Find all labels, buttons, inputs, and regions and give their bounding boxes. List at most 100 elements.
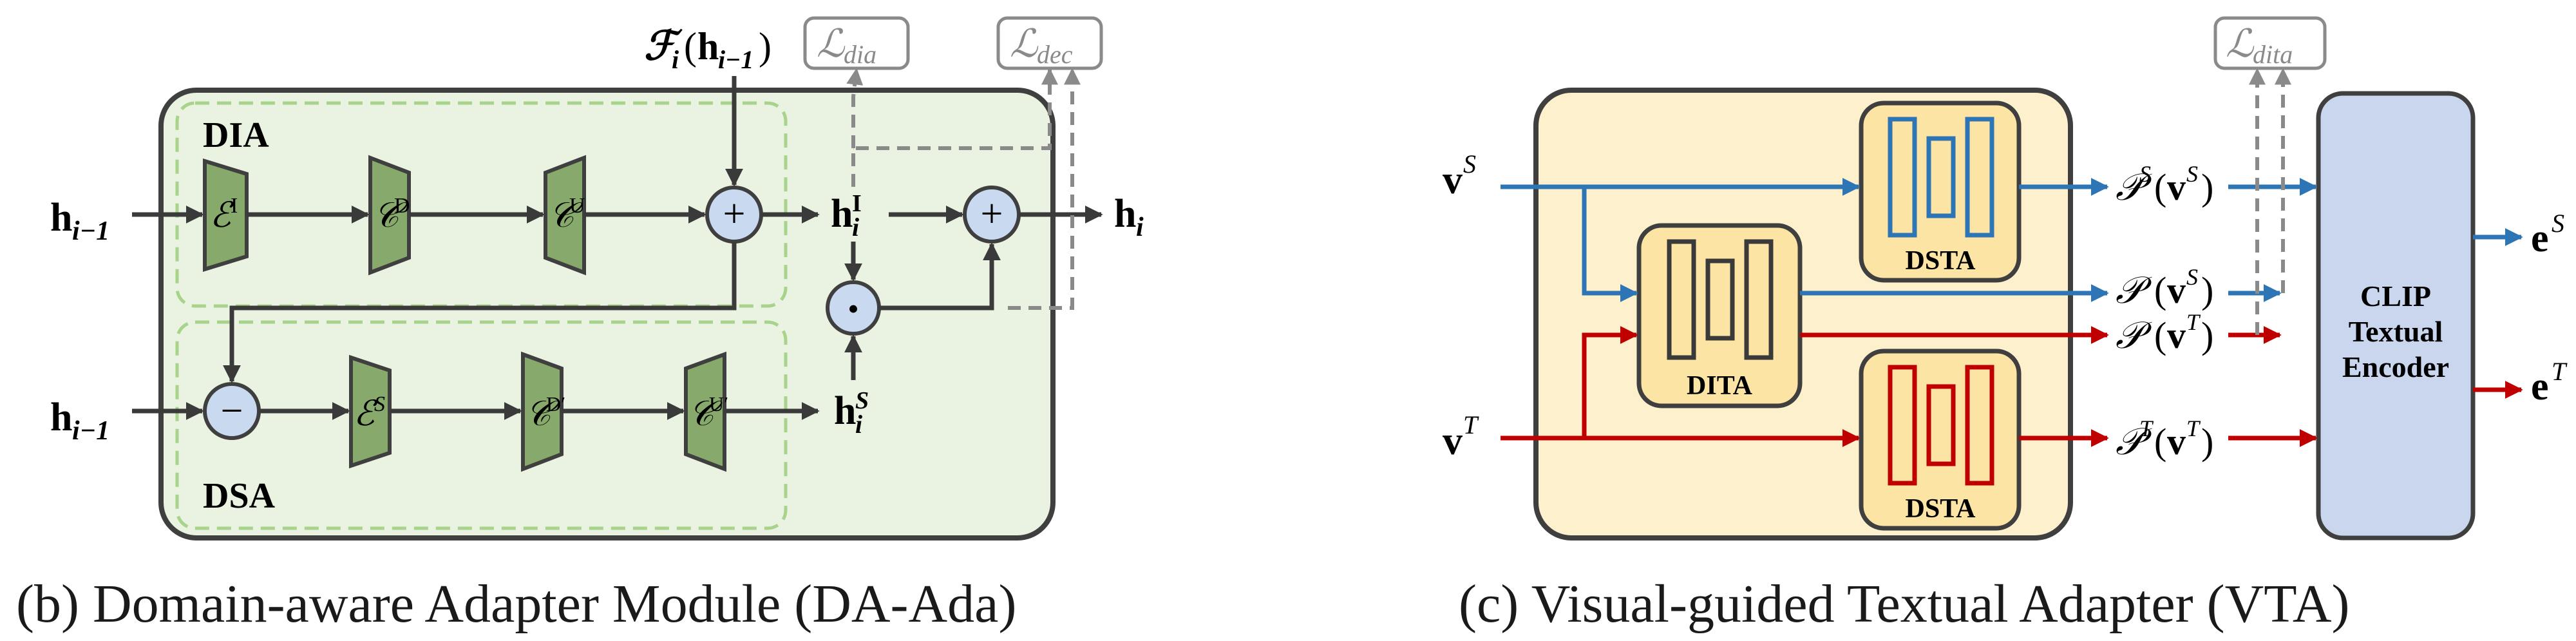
loss-dia-box: ℒ dia: [803, 16, 910, 70]
source-arrows: [1501, 178, 2523, 302]
svg-text:dita: dita: [2253, 40, 2293, 69]
target-arrows: [1501, 326, 2523, 447]
dsta-top: DSTA: [1859, 100, 2022, 283]
svg-text:v: v: [2167, 269, 2186, 311]
svg-text:I: I: [852, 190, 862, 217]
encoder-dsa: ℰ S: [349, 354, 392, 469]
svg-text:T: T: [2186, 309, 2201, 335]
svg-text:T: T: [2186, 416, 2201, 441]
compressor-u-prime: 𝒞 U′: [684, 351, 728, 472]
output-e-T: e T: [2531, 357, 2568, 408]
compressor-d: 𝒞 D: [368, 155, 411, 276]
prompt-P-S: 𝒫 S ( v S ): [2116, 161, 2213, 208]
svg-text:dia: dia: [844, 40, 876, 69]
svg-text:v: v: [2167, 166, 2186, 208]
svg-text:h: h: [50, 196, 72, 240]
svg-text:D: D: [394, 194, 410, 218]
plus-node-dia: +: [705, 186, 763, 244]
svg-text:T: T: [2552, 357, 2568, 386]
dia-label: DIA: [203, 115, 269, 155]
input-v-T: v T: [1443, 410, 1479, 463]
svg-text:i−1: i−1: [72, 216, 109, 246]
svg-text:T: T: [1463, 410, 1479, 439]
prompt-P-mid-S: 𝒫 ( v S ): [2116, 264, 2213, 311]
svg-text:v: v: [1443, 158, 1463, 202]
input-h-top: h i−1: [50, 196, 109, 246]
compressor-u: 𝒞 U: [544, 155, 586, 276]
h-i-I-label: h i I: [831, 190, 862, 242]
svg-text:i−1: i−1: [72, 416, 109, 446]
output-h-i: h i: [1114, 192, 1144, 242]
prompt-P-mid-T: 𝒫 ( v T ): [2116, 309, 2213, 356]
svg-text:Textual: Textual: [2349, 315, 2443, 348]
panel-b: DIA DSA ℒ dia ℒ dec ℱ i ( h i−1 ) h i−1 …: [16, 16, 1144, 634]
svg-text:S: S: [2139, 161, 2151, 187]
input-h-bottom: h i−1: [50, 396, 109, 446]
svg-text:v: v: [2167, 314, 2186, 356]
svg-text:(: (: [2154, 166, 2166, 208]
svg-text:i: i: [672, 45, 679, 74]
caption-b: (b) Domain-aware Adapter Module (DA-Ada): [16, 574, 1016, 634]
compressor-d-prime: 𝒞 D′: [521, 351, 565, 472]
svg-text:h: h: [50, 396, 72, 439]
svg-text:𝒫: 𝒫: [2116, 314, 2152, 356]
svg-text:i: i: [1136, 213, 1144, 242]
svg-text:h: h: [697, 25, 719, 68]
svg-text:S: S: [2552, 209, 2564, 238]
input-v-S: v S: [1443, 149, 1476, 202]
svg-text:h: h: [834, 389, 856, 433]
svg-text:): ): [2201, 314, 2213, 356]
svg-text:ℰ: ℰ: [354, 394, 378, 433]
dita-block: DITA: [1636, 223, 1803, 408]
dot-node: •: [826, 280, 881, 336]
svg-text:S: S: [2186, 264, 2198, 290]
panel-c: ℒ dita DSTA DITA DSTA: [1443, 16, 2568, 634]
svg-text:−: −: [221, 389, 243, 433]
svg-text:T: T: [2139, 416, 2154, 441]
minus-node-dsa: −: [203, 382, 261, 440]
svg-text:CLIP: CLIP: [2360, 280, 2431, 312]
svg-text:e: e: [2531, 365, 2549, 408]
svg-text:e: e: [2531, 216, 2549, 260]
loss-dec-box: ℒ dec: [996, 16, 1103, 70]
panel-b-loss-paths: [846, 68, 1081, 310]
loss-dita-box: ℒ dita: [2213, 16, 2327, 70]
svg-text:ℒ: ℒ: [2226, 23, 2255, 65]
svg-text:i: i: [852, 213, 859, 242]
svg-text:+: +: [723, 192, 746, 236]
svg-text:ℰ: ℰ: [210, 196, 234, 234]
svg-text:i−1: i−1: [718, 45, 753, 74]
svg-text:DSTA: DSTA: [1906, 494, 1976, 524]
svg-text:(: (: [2154, 421, 2166, 463]
svg-text:v: v: [1443, 419, 1463, 463]
svg-text:U: U: [569, 194, 585, 218]
dsa-region: [175, 320, 788, 530]
svg-text:DITA: DITA: [1687, 371, 1753, 401]
svg-text:I: I: [231, 194, 238, 218]
feature-label: ℱ i ( h i−1 ): [644, 24, 772, 74]
clip-textual-encoder: CLIP Textual Encoder: [2316, 91, 2476, 541]
svg-text:+: +: [981, 192, 1003, 236]
caption-c: (c) Visual-guided Textual Adapter (VTA): [1459, 574, 2350, 634]
svg-text:DSTA: DSTA: [1906, 246, 1976, 276]
svg-text:S: S: [2186, 161, 2198, 187]
prompt-P-T: 𝒫 T ( v T ): [2116, 416, 2213, 463]
dita-loss-paths: [2249, 68, 2291, 335]
svg-text:S: S: [1463, 149, 1476, 178]
svg-text:h: h: [1114, 192, 1136, 236]
da-ada-container: [158, 88, 1056, 541]
svg-text:): ): [759, 25, 772, 68]
svg-text:h: h: [831, 192, 853, 236]
svg-text:v: v: [2167, 421, 2186, 463]
encoder-dia: ℰ I: [203, 158, 249, 273]
svg-text:𝒫: 𝒫: [2116, 269, 2152, 311]
output-e-S: e S: [2531, 209, 2564, 260]
svg-text:ℒ: ℒ: [1010, 23, 1039, 65]
svg-text:S: S: [374, 392, 385, 416]
svg-text:•: •: [848, 291, 859, 327]
svg-text:(: (: [684, 25, 697, 68]
svg-text:(: (: [2154, 314, 2166, 356]
svg-text:i: i: [855, 410, 862, 439]
svg-text:ℒ: ℒ: [817, 23, 846, 65]
